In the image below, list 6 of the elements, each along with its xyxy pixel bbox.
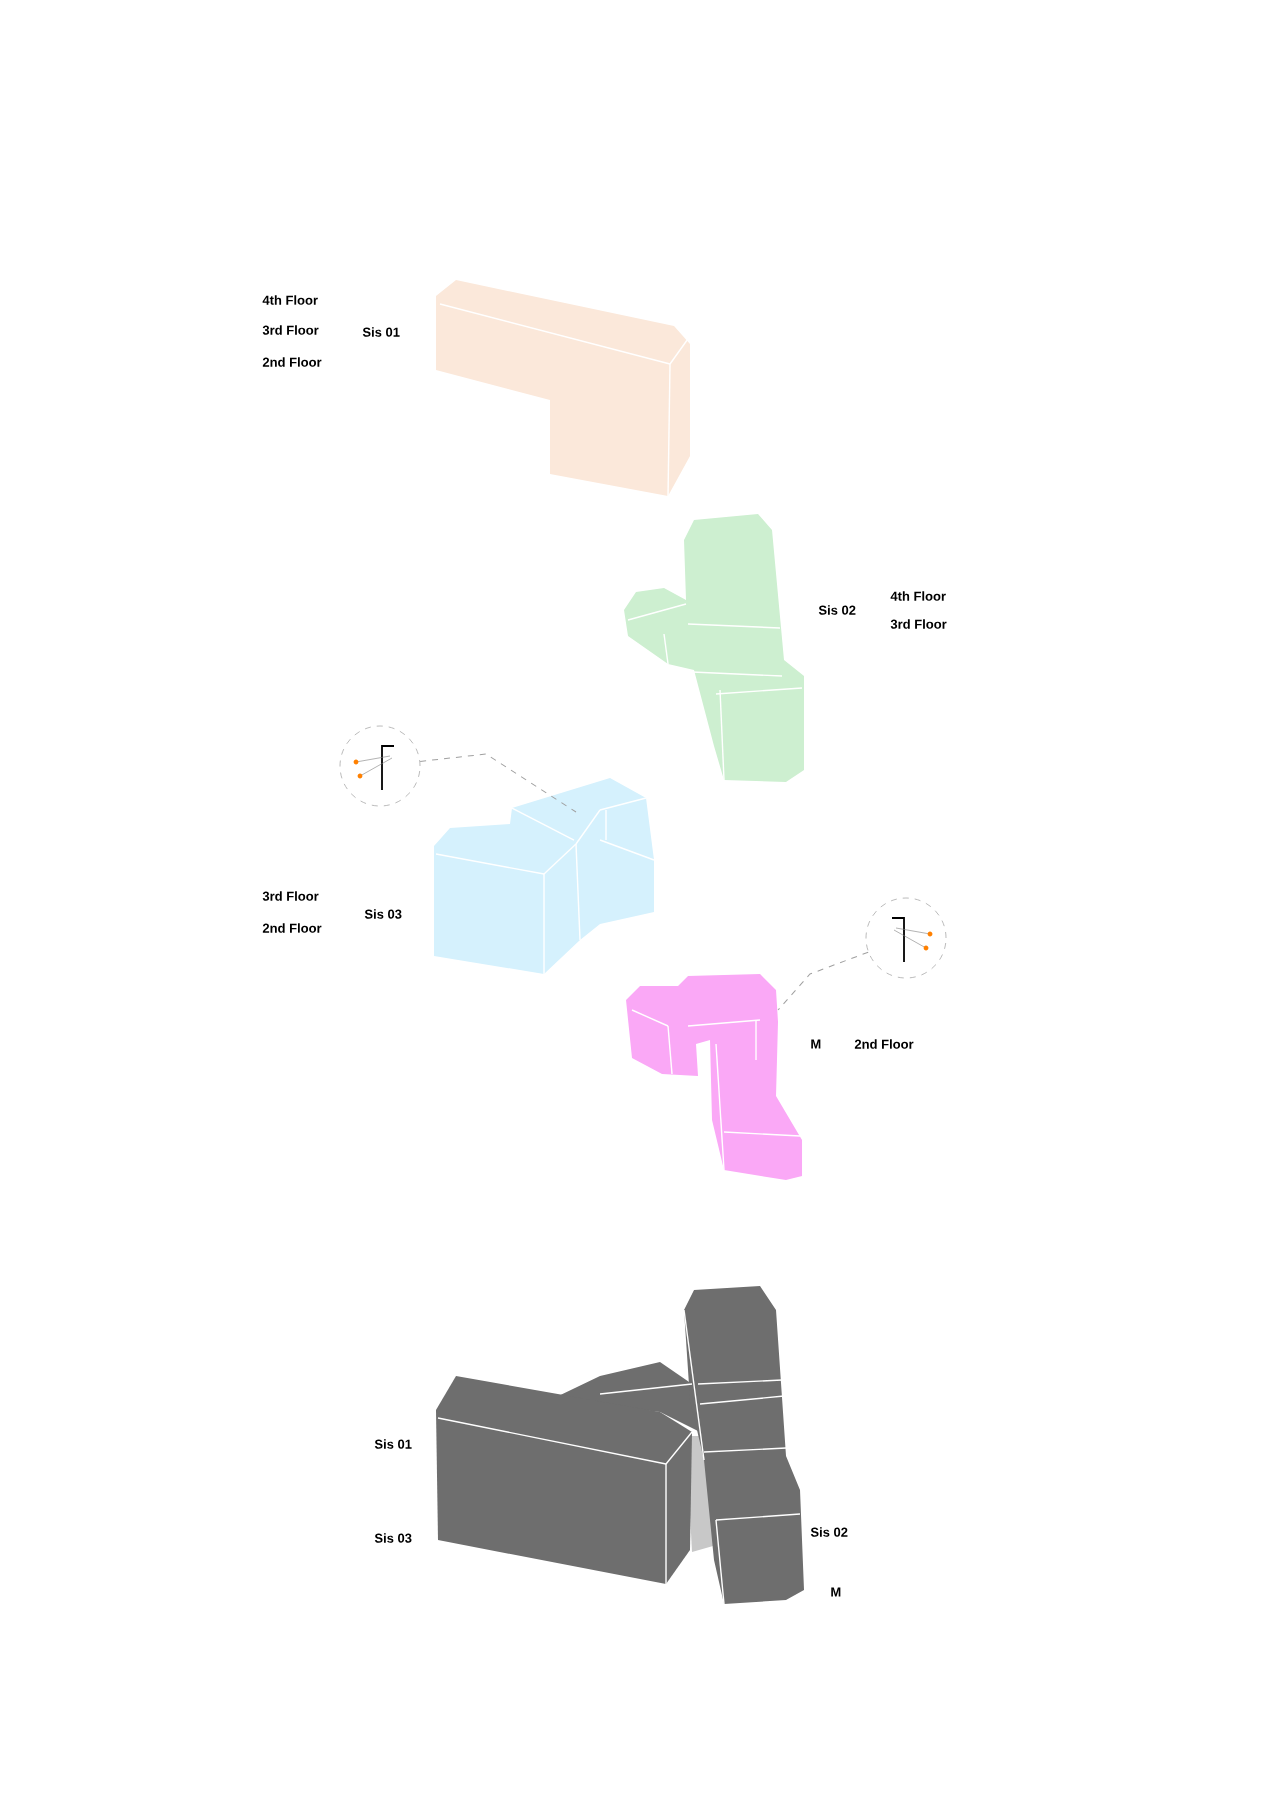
leader-line [419, 753, 577, 813]
building-drawing [626, 974, 802, 1180]
inset-circle [339, 725, 421, 807]
inset-circle [865, 897, 947, 979]
leader-line [777, 951, 869, 1011]
building-drawing [434, 778, 655, 975]
